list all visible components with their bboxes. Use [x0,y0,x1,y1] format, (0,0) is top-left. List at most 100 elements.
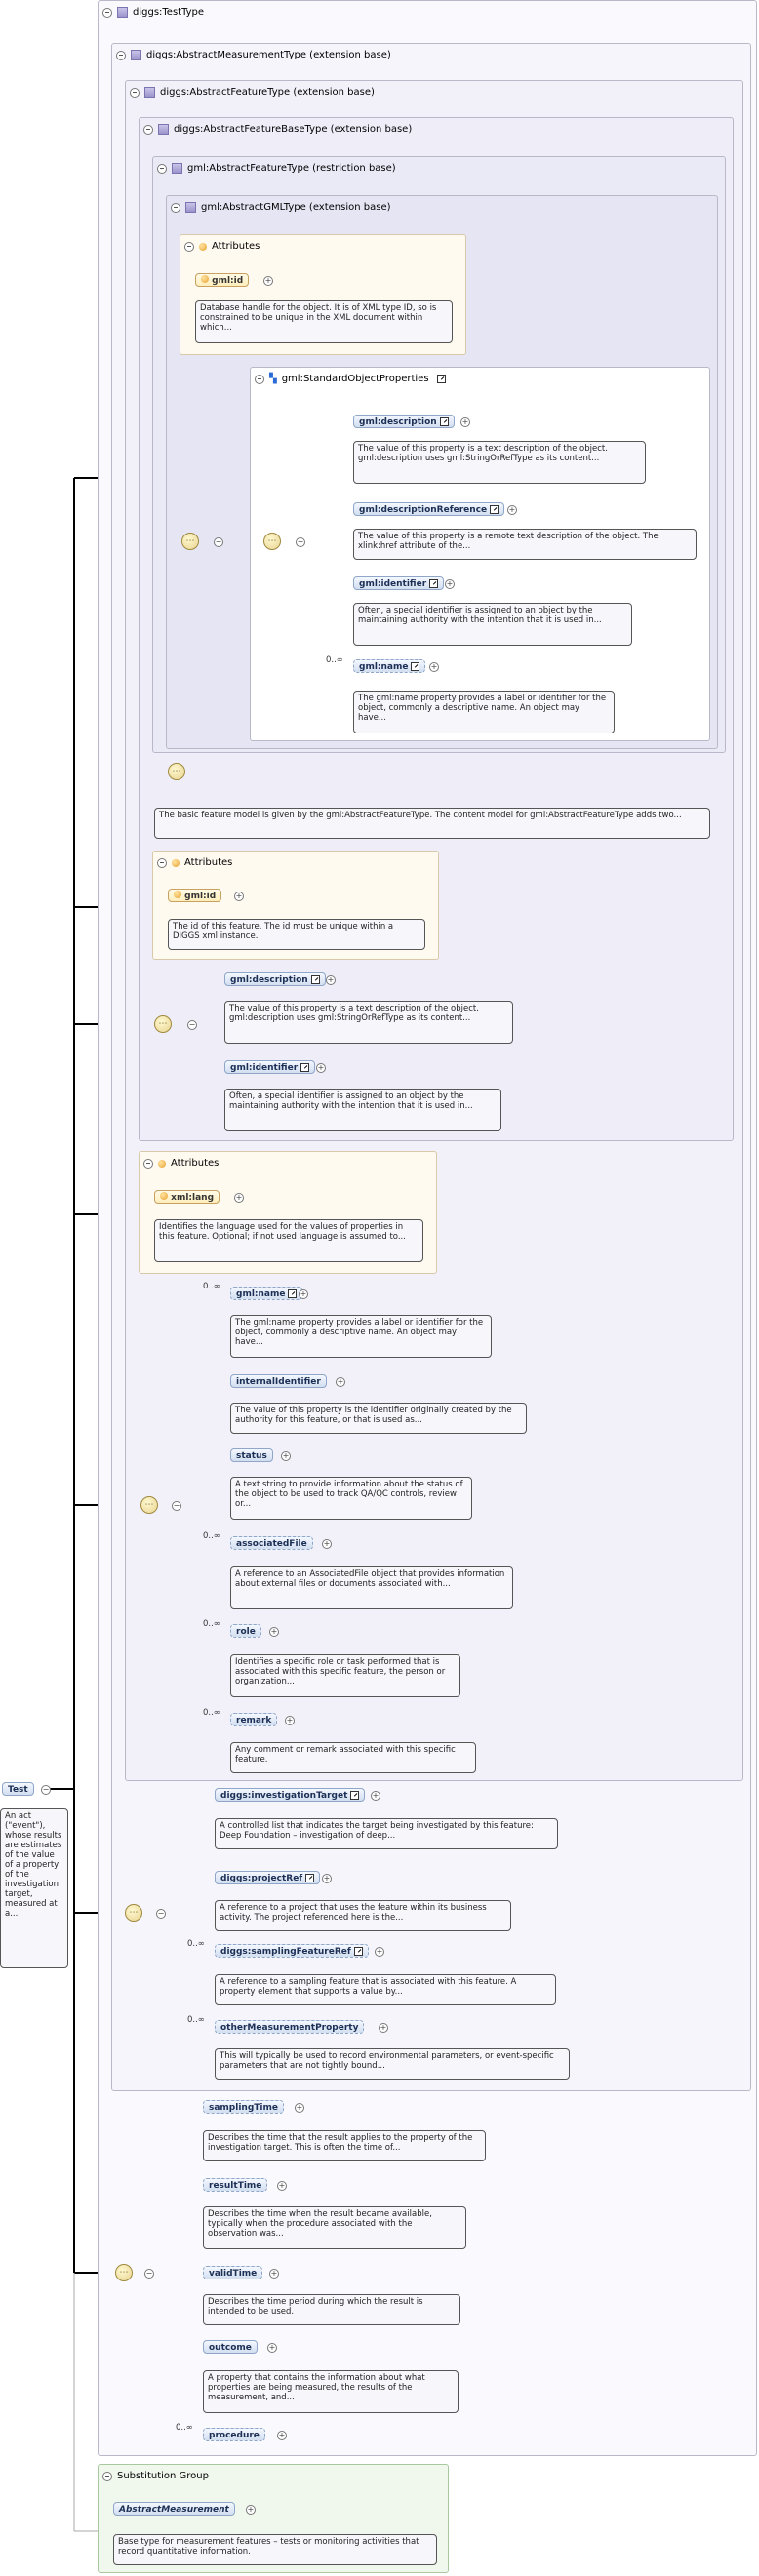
expand-icon[interactable]: + [379,2023,388,2033]
element-gml-identifier[interactable]: gml:identifier [353,576,445,590]
expand-icon[interactable]: + [371,1791,380,1801]
element-valid-time[interactable]: validTime [203,2266,263,2279]
expand-icon[interactable]: − [41,1785,51,1795]
element-internal-identifier[interactable]: internalIdentifier [230,1374,327,1388]
feature-type-header[interactable]: diggs:AbstractFeatureType (extension bas… [130,87,375,98]
attr-gml-id[interactable]: gml:id [168,889,222,902]
substitution-group-header[interactable]: Substitution Group [102,2471,209,2481]
element-doc: The value of this property is a text des… [353,441,646,484]
collapse-toggle-icon[interactable] [143,1158,153,1169]
expand-icon[interactable]: + [460,417,470,427]
expand-icon[interactable]: + [269,1627,279,1637]
collapse-toggle-icon[interactable] [130,87,140,98]
attr-xml-lang[interactable]: xml:lang [154,1190,220,1204]
expand-icon[interactable]: + [269,2269,279,2279]
sequence-compositor-icon[interactable]: ⋯ [115,2264,133,2281]
reference-icon [310,975,320,984]
reference-icon [490,505,499,514]
collapse-toggle-icon[interactable] [255,374,264,384]
occurrence-label: 0..∞ [203,1708,220,1718]
element-doc: Any comment or remark associated with th… [230,1742,476,1773]
sequence-compositor-icon[interactable]: ⋯ [140,1496,158,1514]
element-gml-identifier[interactable]: gml:identifier [224,1060,316,1074]
expand-icon[interactable]: + [322,1874,332,1883]
element-outcome[interactable]: outcome [203,2340,258,2354]
expand-icon[interactable]: + [281,1451,291,1461]
sequence-compositor-icon[interactable]: ⋯ [154,1015,172,1033]
element-status[interactable]: status [230,1448,273,1462]
element-doc: The value of this property is the identi… [230,1403,527,1434]
element-gml-description[interactable]: gml:description [353,415,455,428]
expand-icon[interactable]: − [172,1501,181,1511]
expand-icon[interactable]: + [234,892,244,901]
gml-gml-type-header[interactable]: gml:AbstractGMLType (extension base) [171,202,391,213]
element-project-ref[interactable]: diggs:projectRef [215,1871,321,1884]
collapse-toggle-icon[interactable] [157,163,167,174]
expand-icon[interactable]: + [234,1193,244,1203]
expand-icon[interactable]: + [322,1539,332,1549]
measurement-type-header[interactable]: diggs:AbstractMeasurementType (extension… [116,50,391,60]
collapse-toggle-icon[interactable] [102,7,112,18]
attribute-icon [201,275,209,283]
sequence-compositor-icon[interactable]: ⋯ [168,763,185,780]
attributes-header[interactable]: Attributes [143,1158,219,1169]
expand-icon[interactable]: + [299,1289,308,1299]
reference-icon [439,417,449,426]
root-element-test[interactable]: Test [2,1782,34,1796]
expand-icon[interactable]: + [246,2505,256,2515]
element-gml-name[interactable]: gml:name [353,659,426,673]
element-sampling-time[interactable]: samplingTime [203,2100,284,2114]
expand-icon[interactable]: + [336,1377,345,1387]
expand-icon[interactable]: − [187,1020,197,1030]
complex-type-icon [117,7,128,18]
expand-icon[interactable]: − [156,1909,166,1919]
attr-gml-id[interactable]: gml:id [195,273,250,287]
collapse-toggle-icon[interactable] [102,2471,112,2481]
element-gml-description[interactable]: gml:description [224,972,326,986]
element-investigation-target[interactable]: diggs:investigationTarget [215,1788,366,1802]
element-doc: A reference to an AssociatedFile object … [230,1566,513,1609]
feature-base-type-header[interactable]: diggs:AbstractFeatureBaseType (extension… [143,124,412,135]
group-header[interactable]: ▚ gml:StandardObjectProperties [255,374,446,384]
expand-icon[interactable]: + [375,1947,384,1957]
expand-icon[interactable]: + [429,662,439,672]
collapse-toggle-icon[interactable] [143,124,153,135]
expand-icon[interactable]: + [285,1716,295,1725]
sequence-compositor-icon[interactable]: ⋯ [263,533,281,550]
expand-icon[interactable]: + [316,1063,326,1073]
expand-icon[interactable]: + [277,2431,287,2440]
expand-icon[interactable]: − [144,2269,154,2279]
expand-icon[interactable]: − [214,537,223,547]
collapse-toggle-icon[interactable] [157,857,167,868]
expand-icon[interactable]: + [507,505,517,515]
expand-icon[interactable]: + [267,2343,277,2353]
element-procedure[interactable]: procedure [203,2428,265,2441]
sequence-compositor-icon[interactable]: ⋯ [125,1904,142,1922]
expand-icon[interactable]: − [296,537,305,547]
expand-icon[interactable]: + [445,579,455,589]
collapse-toggle-icon[interactable] [116,50,126,60]
element-other-measurement-property[interactable]: otherMeasurementProperty [215,2020,365,2034]
test-type-header[interactable]: diggs:TestType [102,7,204,18]
element-abstract-measurement[interactable]: AbstractMeasurement [113,2502,235,2516]
element-remark[interactable]: remark [230,1713,278,1726]
element-result-time[interactable]: resultTime [203,2178,268,2192]
expand-icon[interactable]: + [326,975,336,985]
element-role[interactable]: role [230,1624,261,1638]
expand-icon[interactable]: + [295,2103,304,2113]
sequence-compositor-icon[interactable]: ⋯ [181,533,199,550]
collapse-toggle-icon[interactable] [171,202,180,213]
element-gml-description-reference[interactable]: gml:descriptionReference [353,502,505,516]
element-sampling-feature-ref[interactable]: diggs:samplingFeatureRef [215,1944,369,1958]
expand-icon[interactable]: + [277,2181,287,2191]
collapse-toggle-icon[interactable] [184,241,194,252]
gml-feature-type-header[interactable]: gml:AbstractFeatureType (restriction bas… [157,163,396,174]
element-gml-name[interactable]: gml:name [230,1287,303,1300]
attributes-header[interactable]: Attributes [184,241,260,252]
attributes-header[interactable]: Attributes [157,857,232,868]
expand-icon[interactable]: + [263,276,273,286]
element-doc: A property that contains the information… [203,2370,459,2413]
element-associated-file[interactable]: associatedFile [230,1536,313,1550]
attribute-icon [160,1192,168,1200]
element-doc: A reference to a project that uses the f… [215,1900,511,1931]
